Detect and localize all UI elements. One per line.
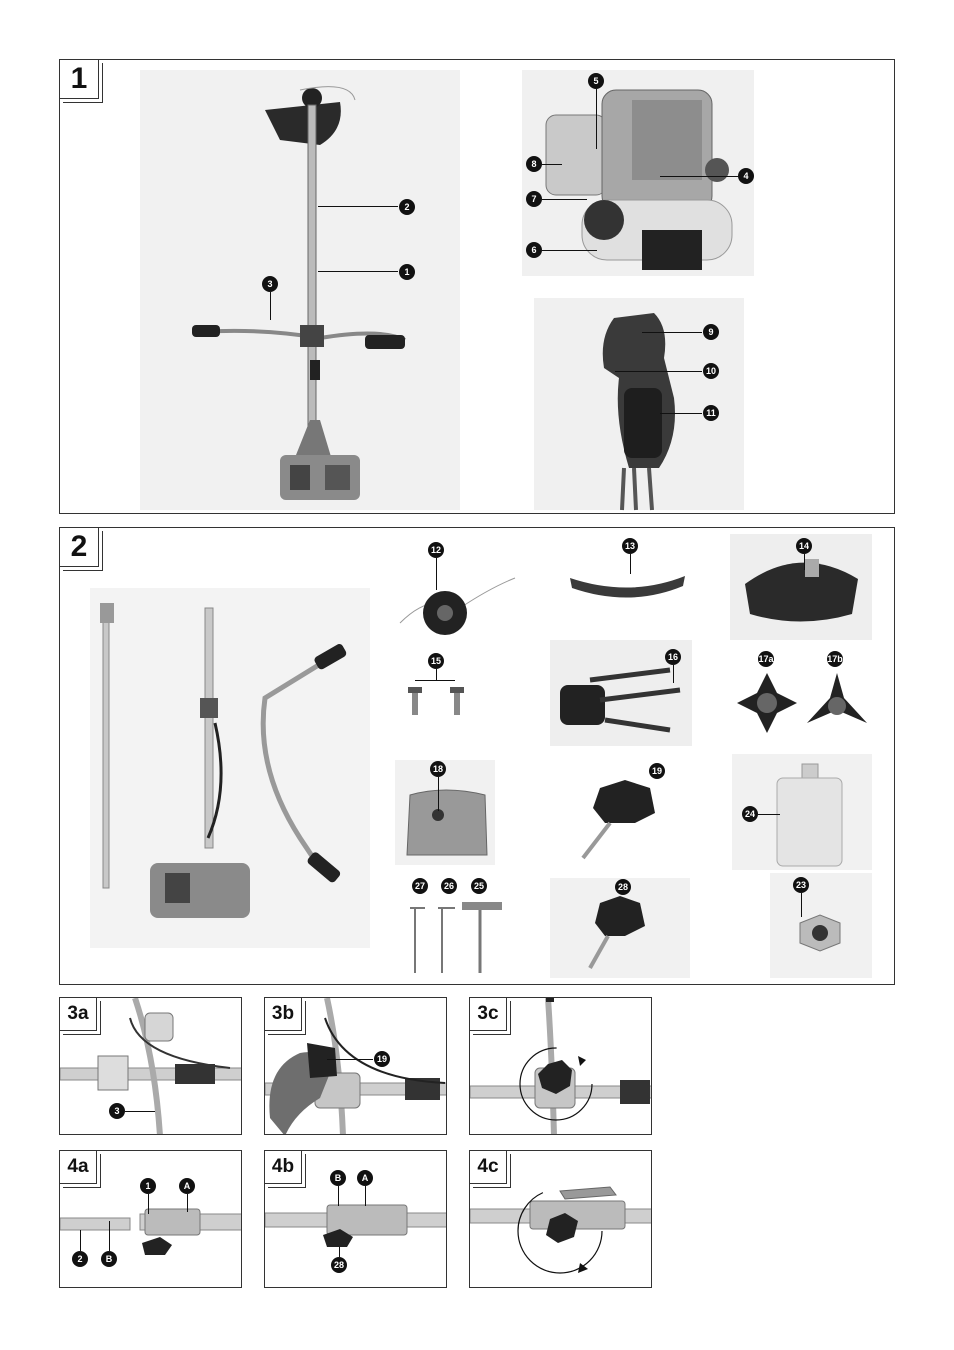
- handle-drawing: [602, 313, 675, 511]
- knob-28-drawing: [588, 896, 645, 969]
- harness-drawing: [560, 667, 681, 733]
- callout-B-fig4a: B: [101, 1251, 117, 1267]
- callout-2-fig4a: 2: [72, 1251, 88, 1267]
- callout-24: 24: [742, 806, 758, 822]
- brushcutter-photo: [140, 70, 460, 510]
- callout-9: 9: [703, 324, 719, 340]
- figure-1-label: 1: [60, 60, 103, 103]
- callout-3: 3: [262, 276, 278, 292]
- blade-17a-drawing: [737, 673, 797, 733]
- cover-drawing: [406, 789, 488, 856]
- figure-3a-label: 3a: [60, 998, 101, 1035]
- callout-12: 12: [428, 542, 444, 558]
- callout-19: 19: [649, 763, 665, 779]
- engine-drawing: [545, 89, 733, 270]
- figure-3c-panel: 3c: [469, 997, 652, 1135]
- callout-5: 5: [588, 73, 604, 89]
- screws-drawing: [408, 687, 464, 715]
- figure-4c-panel: 4c: [469, 1150, 652, 1288]
- figure-4a-label: 4a: [60, 1151, 101, 1188]
- callout-13: 13: [622, 538, 638, 554]
- figure-3a-panel: 3a 3: [59, 997, 242, 1135]
- callout-17a: 17a: [758, 651, 774, 667]
- figure-3b-label: 3b: [265, 998, 306, 1035]
- callout-4: 4: [738, 168, 754, 184]
- callout-17b: 17b: [827, 651, 843, 667]
- callout-26: 26: [441, 878, 457, 894]
- callout-15: 15: [428, 653, 444, 669]
- callout-18: 18: [430, 761, 446, 777]
- figure-4a-panel: 4a 1 A 2 B: [59, 1150, 242, 1288]
- callout-6: 6: [526, 242, 542, 258]
- figure-3b-drawing: [265, 998, 446, 1134]
- parts-assembly-drawing: [100, 603, 347, 918]
- figure-4b-panel: 4b B A 28: [264, 1150, 447, 1288]
- callout-25: 25: [471, 878, 487, 894]
- callout-23: 23: [793, 877, 809, 893]
- figure-4c-label: 4c: [470, 1151, 511, 1188]
- callout-1-fig4a: 1: [140, 1178, 156, 1194]
- figure-4a-drawing: [60, 1208, 241, 1255]
- callout-16: 16: [665, 649, 681, 665]
- callout-2: 2: [399, 199, 415, 215]
- callout-3-fig3a: 3: [109, 1103, 125, 1119]
- figure-2-panel: 2 12 13 14 15: [59, 527, 895, 985]
- knob-19-drawing: [581, 780, 655, 860]
- callout-14: 14: [796, 538, 812, 554]
- callout-7: 7: [526, 191, 542, 207]
- pins-drawing: [410, 902, 502, 973]
- callout-28: 28: [615, 879, 631, 895]
- figure-3a-drawing: [60, 998, 241, 1134]
- callout-A-fig4a: A: [179, 1178, 195, 1194]
- callout-27: 27: [412, 878, 428, 894]
- callout-1: 1: [399, 264, 415, 280]
- figure-4c-drawing: [470, 1186, 651, 1274]
- nut-drawing: [799, 914, 841, 952]
- guard-blade-drawing: [570, 576, 685, 598]
- callout-A-fig4b: A: [357, 1170, 373, 1186]
- figure-3b-panel: 3b 19: [264, 997, 447, 1135]
- figure-2-label: 2: [60, 528, 103, 571]
- brushcutter-drawing: [192, 86, 406, 500]
- figure-1-panel: 1 2 1 3 5 8 4 7 6: [59, 59, 895, 514]
- bottle-drawing: [776, 763, 843, 867]
- callout-19-fig3b: 19: [374, 1051, 390, 1067]
- figure-3c-drawing: [470, 998, 651, 1134]
- blade-17b-drawing: [807, 673, 867, 723]
- callout-28-fig4b: 28: [331, 1257, 347, 1273]
- figure-3c-label: 3c: [470, 998, 511, 1035]
- callout-8: 8: [526, 156, 542, 172]
- callout-10: 10: [703, 363, 719, 379]
- figure-4b-drawing: [265, 1204, 446, 1247]
- guard-drawing: [745, 559, 858, 622]
- callout-B-fig4b: B: [330, 1170, 346, 1186]
- callout-11: 11: [703, 405, 719, 421]
- spool-drawing: [399, 577, 516, 635]
- figure-4b-label: 4b: [265, 1151, 306, 1188]
